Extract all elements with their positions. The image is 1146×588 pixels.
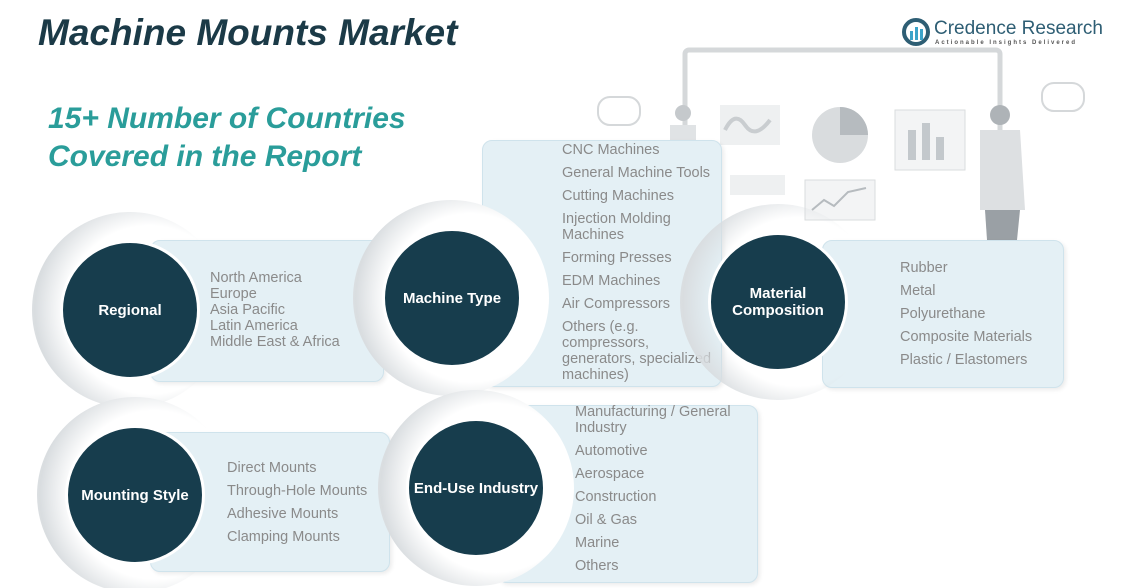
list-item: North America	[210, 270, 302, 286]
end-use-list: Manufacturing / General Industry Automot…	[575, 404, 750, 581]
list-item: Manufacturing / General Industry	[575, 404, 731, 436]
list-item: Others	[575, 558, 619, 574]
logo-name: Credence Research	[934, 18, 1103, 39]
list-item: Direct Mounts	[227, 460, 317, 476]
list-item: Clamping Mounts	[227, 529, 340, 545]
list-item: Latin America	[210, 318, 298, 334]
subtitle-line-2: Covered in the Report	[48, 140, 362, 173]
logo: Credence Research Actionable Insights De…	[902, 18, 1103, 51]
list-item: Plastic / Elastomers	[900, 352, 1028, 368]
list-item: Others (e.g. compressors, generators, sp…	[562, 319, 712, 383]
mounting-list: Direct Mounts Through-Hole Mounts Adhesi…	[227, 460, 367, 552]
list-item: Composite Materials	[900, 329, 1033, 345]
machine-type-list: CNC Machines General Machine Tools Cutti…	[562, 142, 722, 390]
machine-type-circle: Machine Type	[382, 228, 522, 368]
list-item: Marine	[575, 535, 620, 551]
list-item: Automotive	[575, 443, 648, 459]
end-use-circle: End-Use Industry	[406, 418, 546, 558]
list-item: Asia Pacific	[210, 302, 285, 318]
list-item: Adhesive Mounts	[227, 506, 339, 522]
material-circle: Material Composition	[708, 232, 848, 372]
list-item: Europe	[210, 286, 257, 302]
list-item: General Machine Tools	[562, 165, 711, 181]
regional-list: North America Europe Asia Pacific Latin …	[210, 270, 340, 350]
list-item: CNC Machines	[562, 142, 660, 158]
list-item: Middle East & Africa	[210, 334, 340, 350]
list-item: Forming Presses	[562, 250, 672, 266]
page-title: Machine Mounts Market	[38, 12, 458, 53]
list-item: Oil & Gas	[575, 512, 638, 528]
mounting-circle: Mounting Style	[65, 425, 205, 565]
subtitle-line-1: 15+ Number of Countries	[48, 102, 406, 135]
logo-icon	[902, 18, 930, 46]
list-item: Cutting Machines	[562, 188, 675, 204]
list-item: Metal	[900, 283, 936, 299]
list-item: Rubber	[900, 260, 948, 276]
logo-tagline: Actionable Insights Delivered	[935, 40, 1078, 46]
material-list: Rubber Metal Polyurethane Composite Mate…	[900, 260, 1032, 375]
list-item: Air Compressors	[562, 296, 670, 312]
list-item: Aerospace	[575, 466, 645, 482]
list-item: Construction	[575, 489, 657, 505]
list-item: Injection Molding Machines	[562, 211, 671, 243]
list-item: Polyurethane	[900, 306, 986, 322]
list-item: EDM Machines	[562, 273, 661, 289]
regional-circle: Regional	[60, 240, 200, 380]
list-item: Through-Hole Mounts	[227, 483, 368, 499]
